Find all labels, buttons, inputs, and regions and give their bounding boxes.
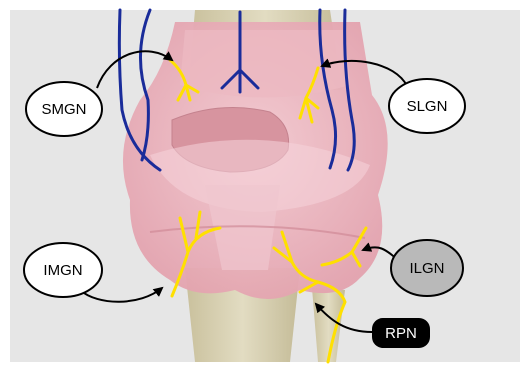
- label-slgn: SLGN: [389, 79, 465, 133]
- label-ilgn: ILGN: [391, 240, 463, 296]
- label-slgn-text: SLGN: [407, 98, 448, 115]
- label-ilgn-text: ILGN: [409, 260, 444, 277]
- label-smgn: SMGN: [26, 82, 102, 136]
- label-imgn: IMGN: [24, 243, 102, 297]
- suprapatellar-pouch: [180, 30, 350, 98]
- label-imgn-text: IMGN: [43, 262, 82, 279]
- label-rpn: RPN: [372, 318, 430, 348]
- label-rpn-text: RPN: [385, 325, 417, 342]
- label-smgn-text: SMGN: [42, 101, 87, 118]
